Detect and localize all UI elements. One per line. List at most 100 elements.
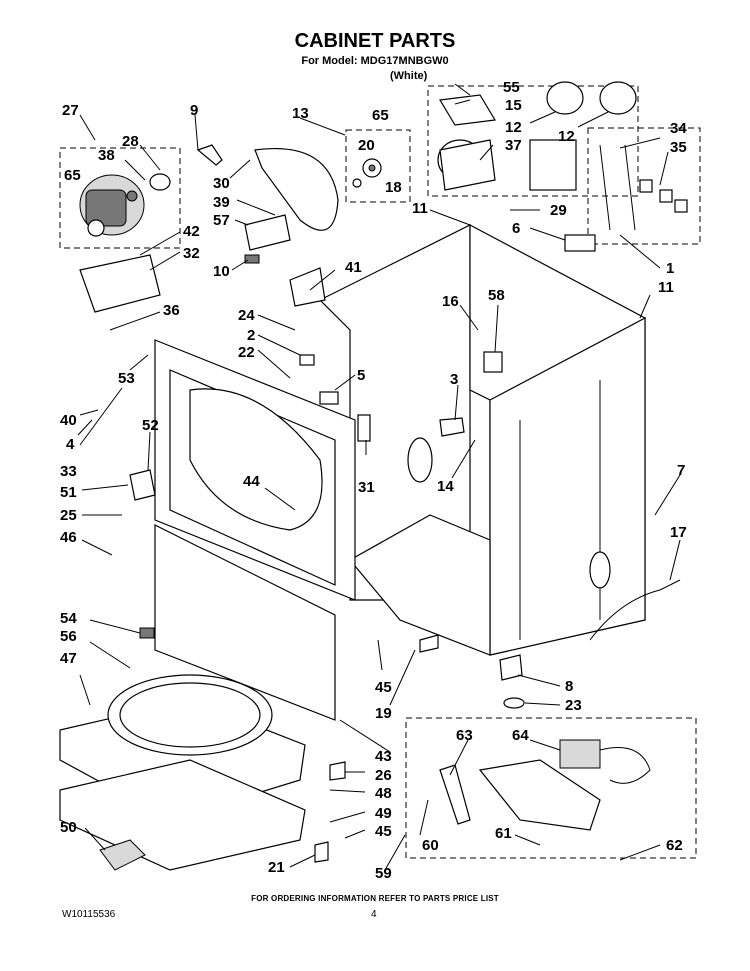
callout-48: 48 (375, 785, 392, 802)
callout-47: 47 (60, 650, 77, 667)
callout-5: 5 (357, 367, 365, 384)
callout-numbers: 27 9 13 28 38 65 20 18 30 39 57 42 32 10… (60, 79, 687, 882)
drive-motor (79, 173, 171, 237)
callout-58: 58 (488, 287, 505, 304)
callout-15: 15 (505, 97, 522, 114)
callout-50: 50 (60, 819, 77, 836)
model-line: For Model: MDG17MNBGW0 (301, 55, 449, 67)
leader-lines (77, 83, 681, 871)
callout-2: 2 (247, 327, 255, 344)
callout-65: 65 (64, 167, 81, 184)
callout-55: 55 (503, 79, 520, 96)
strike (319, 391, 339, 405)
callout-11-top: 11 (412, 200, 428, 217)
callout-35: 35 (670, 139, 687, 156)
callout-16: 16 (442, 293, 459, 310)
callout-53: 53 (118, 370, 135, 387)
callout-31: 31 (358, 479, 375, 496)
callout-20: 20 (358, 137, 375, 154)
callout-56: 56 (60, 628, 77, 645)
callout-23: 23 (565, 697, 582, 714)
door-switch (357, 414, 371, 442)
callout-40: 40 (60, 412, 77, 429)
hinge-bracket (314, 841, 329, 863)
callout-59: 59 (375, 865, 392, 882)
document-number: W10115536 (62, 909, 116, 920)
callout-44: 44 (243, 473, 260, 490)
callout-61: 61 (495, 825, 512, 842)
callout-29: 29 (550, 202, 567, 219)
harness-group-box (587, 127, 701, 245)
callout-54: 54 (60, 610, 77, 627)
motor-mount-bracket (79, 254, 161, 313)
idler-pulley (352, 158, 382, 188)
callout-52: 52 (142, 417, 159, 434)
callout-17: 17 (670, 524, 687, 541)
callout-13: 13 (292, 105, 309, 122)
callout-27: 27 (62, 102, 79, 119)
motor-clip (196, 144, 223, 166)
callout-12-right: 12 (558, 128, 575, 145)
thermal-fuse (483, 351, 503, 373)
page-number: 4 (371, 909, 377, 920)
color-variant: (White) (390, 70, 428, 82)
callout-3: 3 (450, 371, 458, 388)
idler-group-box (345, 129, 411, 203)
callout-57: 57 (213, 212, 230, 229)
idler-bracket (244, 214, 291, 251)
callout-45-bottom: 45 (375, 823, 392, 840)
callout-10: 10 (213, 263, 230, 280)
callout-62: 62 (666, 837, 683, 854)
callout-22: 22 (238, 344, 255, 361)
door-assembly (59, 627, 306, 871)
callout-51: 51 (60, 484, 77, 501)
callout-49: 49 (375, 805, 392, 822)
cabinet (318, 224, 646, 656)
door-switch-assembly (289, 267, 326, 307)
gas-valve-group-box (405, 717, 697, 859)
clip (419, 634, 439, 653)
callout-63: 63 (456, 727, 473, 744)
leg-cap (503, 697, 525, 709)
power-cord (589, 579, 681, 641)
callout-4: 4 (66, 436, 75, 453)
callout-30: 30 (213, 175, 230, 192)
front-panel (154, 339, 356, 601)
motor-group-box (59, 147, 181, 249)
callout-65-exhaust: 65 (372, 107, 389, 124)
callout-21: 21 (268, 859, 285, 876)
callout-39: 39 (213, 194, 230, 211)
callout-60: 60 (422, 837, 439, 854)
door-catch-bracket (329, 761, 346, 781)
gas-valve-assembly (439, 739, 651, 831)
callout-28: 28 (122, 133, 139, 150)
callout-36: 36 (163, 302, 180, 319)
callout-18: 18 (385, 179, 402, 196)
ordering-note: FOR ORDERING INFORMATION REFER TO PARTS … (251, 894, 499, 903)
callout-7: 7 (677, 462, 685, 479)
toe-panel (154, 524, 336, 721)
callout-34: 34 (670, 120, 687, 137)
callout-33: 33 (60, 463, 77, 480)
callout-19: 19 (375, 705, 392, 722)
callout-41: 41 (345, 259, 362, 276)
exhaust-parts (437, 81, 637, 191)
harness-ties (599, 144, 688, 231)
callout-11-right: 11 (658, 279, 674, 296)
callout-12-left: 12 (505, 119, 522, 136)
terminal-block (564, 234, 596, 252)
callout-9: 9 (190, 102, 198, 119)
callout-38: 38 (98, 147, 115, 164)
drive-belt (254, 148, 339, 231)
door-catch (299, 354, 315, 366)
callout-45-side: 45 (375, 679, 392, 696)
page-title: CABINET PARTS (294, 30, 456, 52)
hinge (129, 469, 156, 501)
callout-1: 1 (666, 260, 674, 277)
callout-26: 26 (375, 767, 392, 784)
callout-8: 8 (565, 678, 573, 695)
callout-46: 46 (60, 529, 77, 546)
callout-14: 14 (437, 478, 454, 495)
callout-64: 64 (512, 727, 529, 744)
